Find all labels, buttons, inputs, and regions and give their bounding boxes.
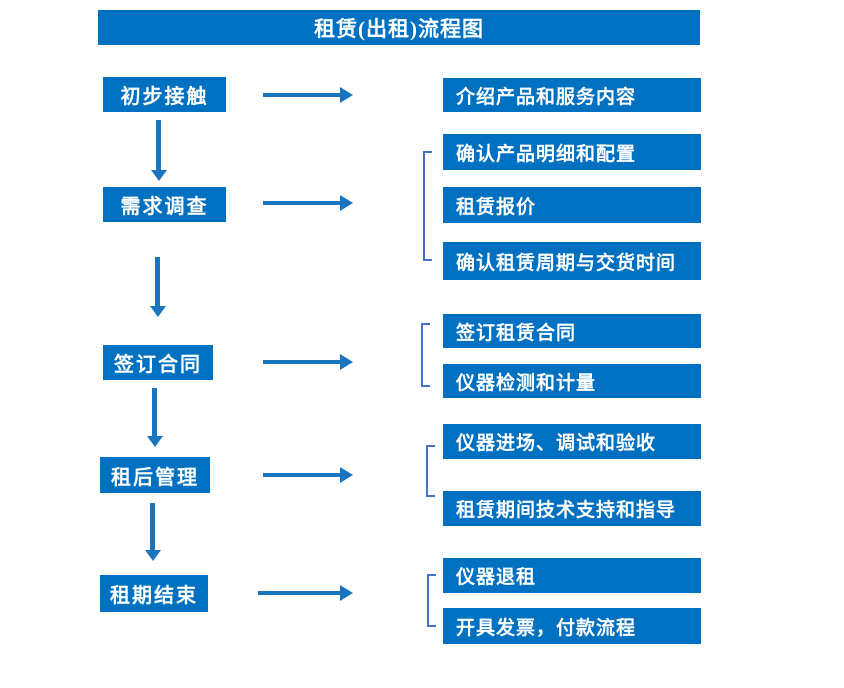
step-box-rental-end: 租期结束 — [100, 575, 208, 612]
detail-box-introduce-products: 介绍产品和服务内容 — [443, 78, 701, 112]
step-box-demand-survey: 需求调查 — [103, 187, 226, 222]
arrow-right-icon-2 — [263, 201, 340, 205]
bracket-group-2 — [423, 151, 432, 261]
detail-box-instrument-testing: 仪器检测和计量 — [443, 364, 701, 398]
detail-box-instrument-return: 仪器退租 — [443, 558, 701, 593]
bracket-group-3 — [421, 323, 430, 387]
step-box-post-rental-management: 租后管理 — [100, 457, 210, 493]
step-box-sign-contract: 签订合同 — [103, 345, 213, 380]
detail-box-invoice-payment: 开具发票，付款流程 — [443, 608, 701, 644]
bracket-group-5 — [427, 574, 436, 627]
bracket-group-4 — [426, 445, 435, 497]
arrow-down-icon-1 — [156, 120, 161, 170]
arrow-right-icon-5 — [258, 591, 340, 595]
page-title: 租赁(出租)流程图 — [98, 10, 700, 45]
detail-box-confirm-product-details: 确认产品明细和配置 — [443, 134, 701, 170]
arrow-right-icon-3 — [263, 360, 340, 364]
arrow-down-icon-2 — [155, 257, 160, 306]
detail-box-sign-rental-contract: 签订租赁合同 — [443, 314, 701, 348]
detail-box-confirm-rental-period: 确认租赁周期与交货时间 — [443, 242, 701, 280]
detail-box-rental-quote: 租赁报价 — [443, 187, 701, 223]
step-box-initial-contact: 初步接触 — [103, 77, 226, 112]
arrow-down-icon-3 — [152, 388, 157, 436]
detail-box-instrument-entry: 仪器进场、调试和验收 — [443, 424, 701, 459]
arrow-down-icon-4 — [150, 503, 155, 550]
arrow-right-icon-4 — [263, 473, 340, 477]
detail-box-technical-support: 租赁期间技术支持和指导 — [443, 491, 701, 526]
arrow-right-icon-1 — [263, 93, 340, 97]
